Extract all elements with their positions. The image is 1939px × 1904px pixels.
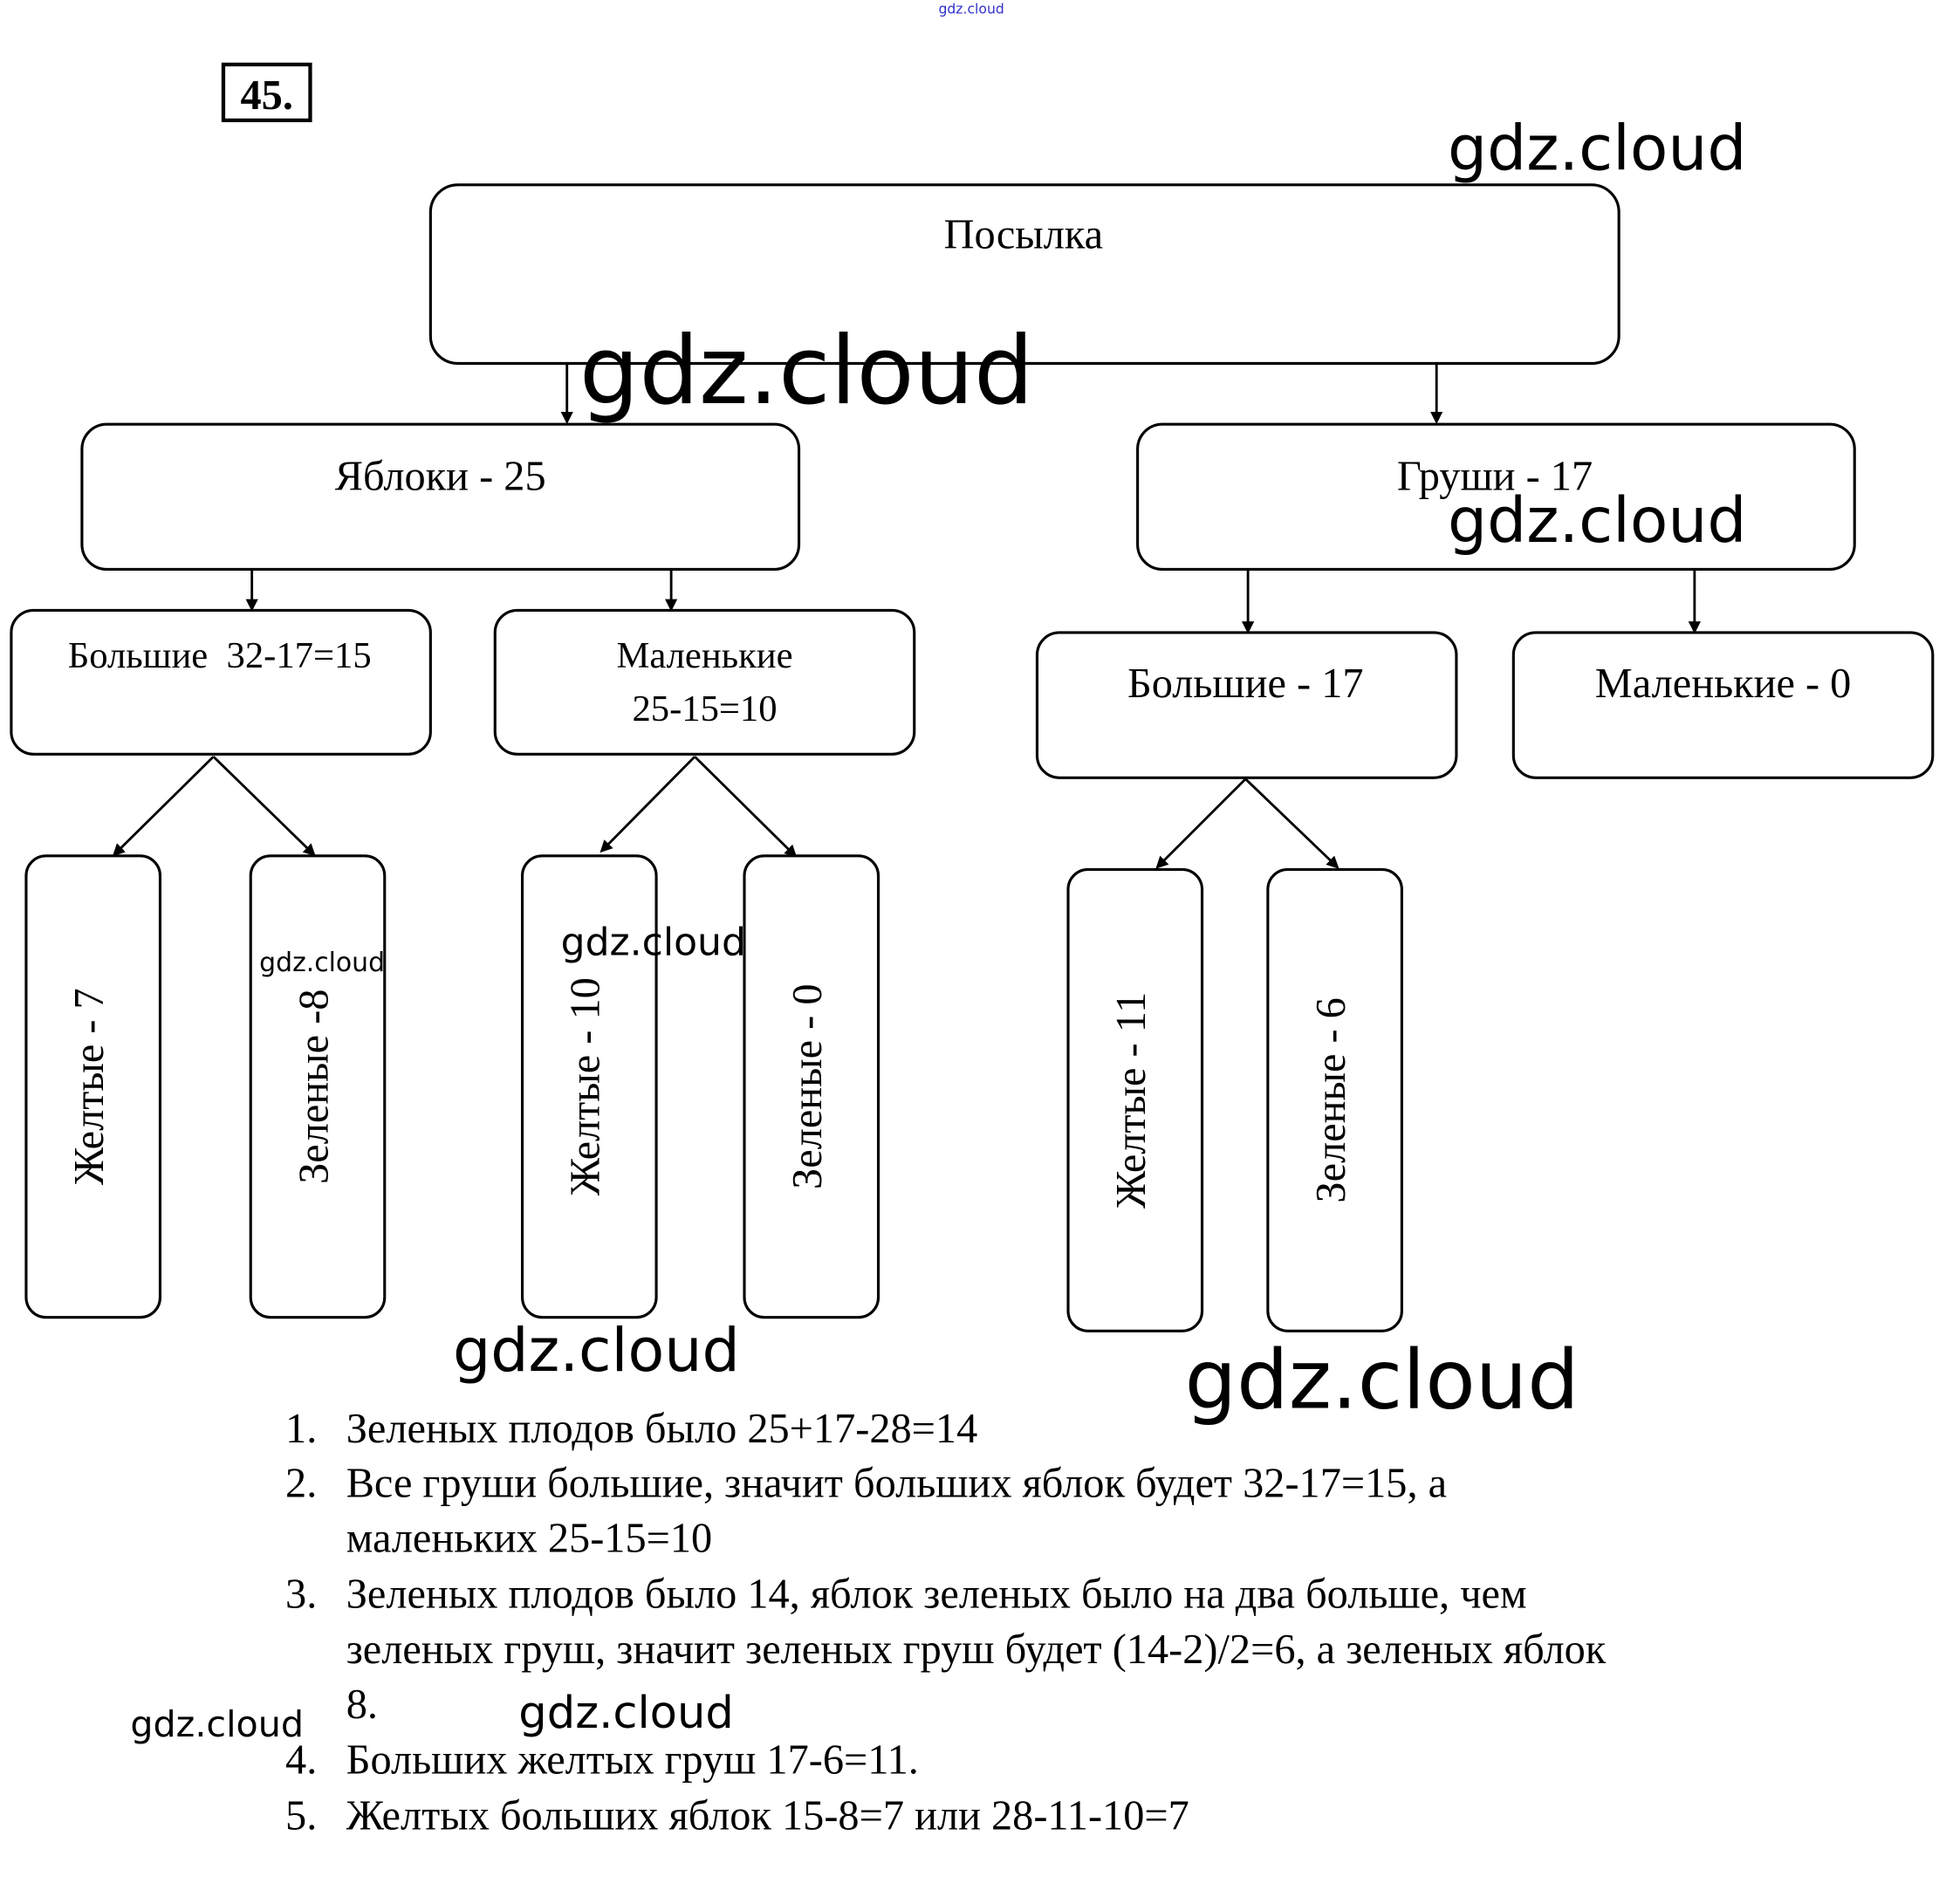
leaf-label: Зеленые -8 xyxy=(291,990,337,1184)
list-item: Зеленых плодов было 14, яблок зеленых бы… xyxy=(346,1571,1527,1617)
list-item: Желтых больших яблок 15-8=7 или 28-11-10… xyxy=(346,1793,1189,1839)
list-item: Больших желтых груш 17-6=11. xyxy=(346,1737,919,1784)
watermark: gdz.cloud xyxy=(1448,484,1747,557)
leaf-node xyxy=(743,854,880,1319)
leaf-label: Желтые - 10 xyxy=(563,977,609,1195)
leaf-label: Зеленые - 6 xyxy=(1308,997,1354,1202)
leaf-label: Желтые - 11 xyxy=(1108,992,1154,1209)
big-apples-node xyxy=(10,608,432,756)
watermark: gdz.cloud xyxy=(561,921,746,965)
list-item: Все груши большие, значит больших яблок … xyxy=(346,1461,1447,1507)
watermark: gdz.cloud xyxy=(1185,1332,1579,1428)
watermark: gdz.cloud xyxy=(518,1688,734,1739)
list-number: 1. xyxy=(285,1406,317,1452)
watermarks: gdz.cloud gdz.cloud gdz.cloud gdz.cloud … xyxy=(130,113,1746,1745)
leaf-node xyxy=(24,854,162,1319)
big-pears-label: Большие - 17 xyxy=(1127,661,1364,707)
small-pears-node xyxy=(1511,631,1935,779)
leaf-node xyxy=(1066,867,1204,1332)
list-number: 2. xyxy=(285,1461,317,1507)
task-number: 45. xyxy=(241,72,293,119)
watermark: gdz.cloud xyxy=(1448,113,1747,185)
arrows xyxy=(112,363,1701,869)
list-number: 5. xyxy=(285,1793,317,1839)
arrow xyxy=(1155,777,1247,869)
pears-node xyxy=(1136,422,1856,572)
arrow xyxy=(600,756,696,853)
small-apples-value: 25-15=10 xyxy=(632,688,777,729)
leaf-node xyxy=(520,854,658,1319)
small-apples-label: Маленькие xyxy=(616,635,792,676)
watermark: gdz.cloud xyxy=(130,1703,304,1745)
leaf-node xyxy=(1266,867,1403,1332)
top-watermark: gdz.cloud xyxy=(938,1,1004,17)
leaf-label: Желтые - 7 xyxy=(66,988,113,1185)
big-apples-label: Большие 32-17=15 xyxy=(68,635,372,676)
root-node xyxy=(428,183,1620,366)
list-item: зеленых груш, значит зеленых груш будет … xyxy=(346,1627,1607,1673)
watermark: gdz.cloud xyxy=(259,948,385,978)
list-number: 4. xyxy=(285,1737,317,1784)
arrow xyxy=(212,756,316,857)
leaf-node xyxy=(249,854,387,1319)
apples-label: Яблоки - 25 xyxy=(335,453,546,499)
list-item: Зеленых плодов было 25+17-28=14 xyxy=(346,1406,978,1452)
arrow xyxy=(1244,777,1339,869)
small-apples-node xyxy=(493,608,916,756)
apples-node xyxy=(80,422,801,572)
solution-list: 1. Зеленых плодов было 25+17-28=14 2. Вс… xyxy=(285,1406,1607,1839)
arrow xyxy=(694,756,798,858)
root-label: Посылка xyxy=(944,211,1104,257)
list-item: 8. xyxy=(346,1681,378,1728)
task-number-box xyxy=(221,62,312,123)
small-pears-label: Маленькие - 0 xyxy=(1595,661,1852,707)
watermark: gdz.cloud xyxy=(453,1317,740,1386)
list-item: маленьких 25-15=10 xyxy=(346,1515,713,1561)
list-number: 3. xyxy=(285,1571,317,1617)
leaf-label: Зеленые - 0 xyxy=(785,984,831,1189)
arrow xyxy=(112,756,215,857)
watermark: gdz.cloud xyxy=(579,317,1034,426)
pears-label: Груши - 17 xyxy=(1397,453,1593,499)
